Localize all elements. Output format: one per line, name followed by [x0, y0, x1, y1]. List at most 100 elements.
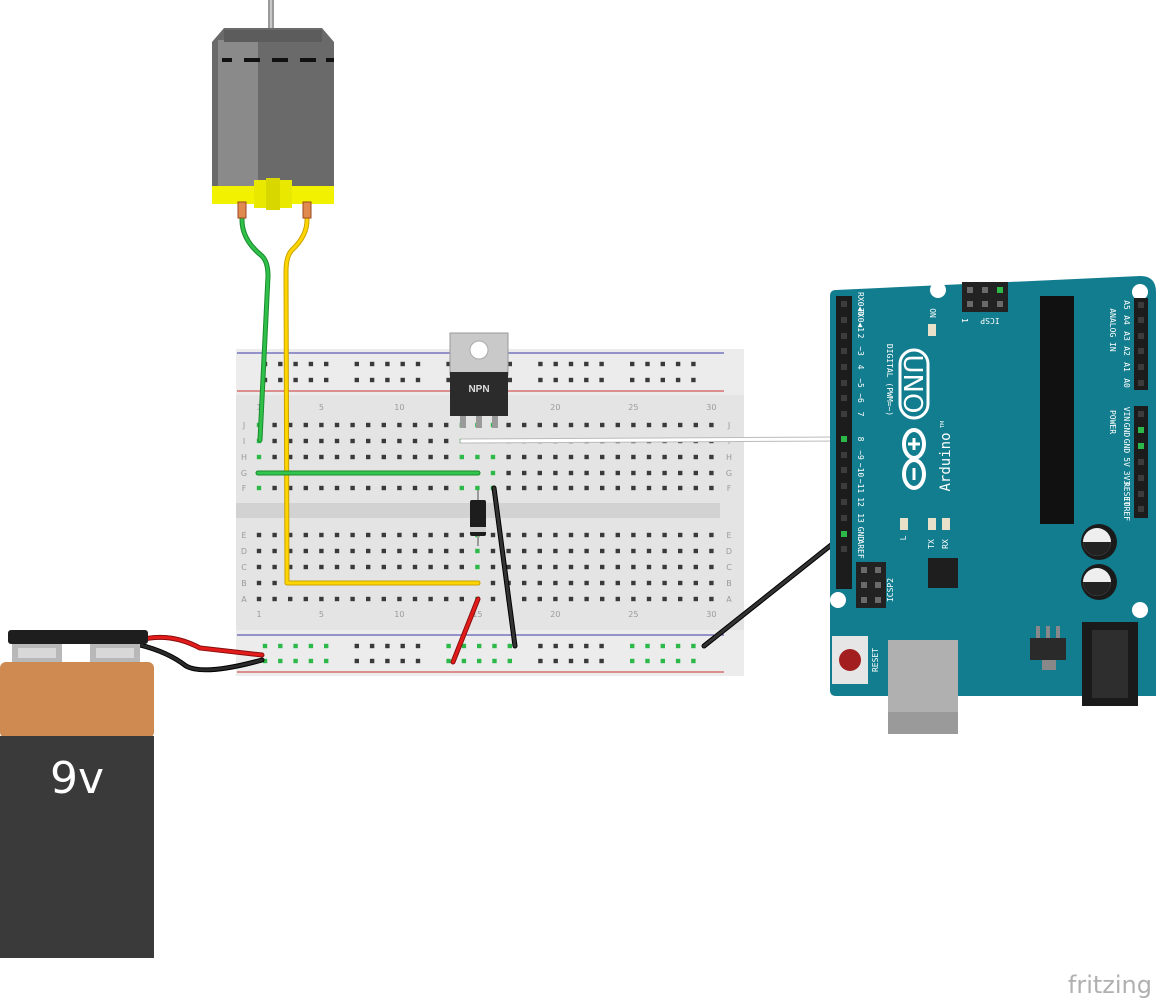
- rail-hole: [538, 377, 543, 383]
- breadboard-hole: [584, 596, 589, 602]
- breadboard-hole: [646, 470, 652, 476]
- breadboard-hole: [615, 596, 620, 602]
- breadboard-hole: [381, 564, 386, 570]
- breadboard-hole: [288, 422, 293, 428]
- breadboard-hole: [366, 564, 371, 570]
- breadboard-hole: [662, 454, 667, 460]
- breadboard-hole: [600, 485, 605, 491]
- digital-pin-label: 4: [856, 365, 865, 370]
- breadboard-hole: [350, 548, 355, 554]
- power-pin-label: RESET: [1122, 482, 1131, 506]
- npn-transistor: NPN: [449, 332, 509, 428]
- breadboard-hole: [615, 470, 620, 476]
- breadboard-hole: [256, 485, 262, 491]
- rail-hole: [691, 377, 696, 383]
- breadboard-hole: [678, 564, 683, 570]
- breadboard-hole: [350, 438, 355, 444]
- reset-button-label: RESET: [871, 648, 880, 672]
- row-letter: H: [241, 453, 247, 462]
- breadboard-hole: [522, 548, 527, 554]
- breadboard-hole: [553, 564, 558, 570]
- power-pin-label: 5V: [1122, 457, 1131, 467]
- analog-pin: [1138, 380, 1144, 386]
- breadboard-hole: [350, 532, 355, 538]
- rail-hole: [691, 658, 696, 664]
- digital-pin-label: TX0◀1: [856, 308, 865, 332]
- tx-led-label: TX: [927, 539, 936, 549]
- breadboard-hole: [506, 548, 511, 554]
- breadboard-hole: [303, 454, 308, 460]
- breadboard-hole: [444, 485, 449, 491]
- column-number: 5: [319, 610, 324, 619]
- breadboard-hole: [615, 485, 620, 491]
- breadboard-hole: [709, 485, 714, 491]
- digital-pin-label: 2: [856, 334, 865, 339]
- digital-pin: [841, 333, 847, 339]
- breadboard-hole: [412, 564, 418, 570]
- rail-hole: [507, 643, 512, 649]
- breadboard-hole: [631, 548, 636, 554]
- breadboard-hole: [646, 548, 652, 554]
- digital-pin-label: ~11: [856, 479, 865, 494]
- breadboard-hole: [490, 470, 496, 476]
- breadboard-hole: [568, 532, 574, 538]
- breadboard-hole: [272, 438, 277, 444]
- rail-hole: [691, 643, 696, 649]
- breadboard-hole: [537, 532, 542, 538]
- rail-hole: [660, 643, 665, 649]
- dc-motor: [212, 0, 334, 219]
- breadboard-hole: [381, 454, 386, 460]
- breadboard-hole: [272, 564, 277, 570]
- digital-pin-label: ~5: [856, 378, 865, 388]
- breadboard-hole: [303, 532, 308, 538]
- breadboard-hole: [334, 438, 340, 444]
- breadboard-hole: [693, 485, 698, 491]
- breadboard-hole: [568, 470, 574, 476]
- breadboard-hole: [553, 470, 558, 476]
- breadboard-hole: [537, 548, 542, 554]
- breadboard-hole: [600, 564, 605, 570]
- breadboard-hole: [709, 470, 714, 476]
- breadboard-hole: [506, 532, 511, 538]
- rail-hole: [630, 377, 635, 383]
- rail-hole: [477, 643, 482, 649]
- rail-hole: [400, 377, 405, 383]
- digital-pin-label: 8: [856, 437, 865, 442]
- digital-pin-label: GND: [856, 527, 865, 542]
- rail-hole: [369, 658, 375, 664]
- breadboard-hole: [397, 485, 402, 491]
- breadboard-hole: [522, 422, 527, 428]
- breadboard-hole: [397, 454, 402, 460]
- breadboard-hole: [568, 422, 574, 428]
- analog-pin: [1138, 348, 1144, 354]
- breadboard-hole: [381, 485, 386, 491]
- breadboard-hole: [662, 596, 667, 602]
- digital-pin-label: ~6: [856, 393, 865, 403]
- breadboard-hole: [272, 454, 277, 460]
- rail-hole: [645, 361, 650, 367]
- breadboard-hole: [490, 532, 496, 538]
- power-pin-label: GND: [1122, 439, 1131, 454]
- power-pin: [1138, 475, 1144, 481]
- breadboard-hole: [412, 454, 418, 460]
- analog-pin: [1138, 364, 1144, 370]
- breadboard-hole: [256, 548, 262, 554]
- breadboard-hole: [553, 485, 558, 491]
- rail-hole: [660, 377, 665, 383]
- breadboard-hole: [506, 454, 511, 460]
- breadboard-hole: [568, 596, 574, 602]
- breadboard-hole: [272, 580, 277, 586]
- rail-hole: [645, 643, 650, 649]
- breadboard-hole: [490, 596, 496, 602]
- rail-hole: [308, 361, 314, 367]
- breadboard-hole: [366, 532, 371, 538]
- rail-hole: [293, 377, 298, 383]
- rail-hole: [584, 643, 589, 649]
- breadboard-hole: [584, 422, 589, 428]
- rail-hole: [599, 361, 604, 367]
- breadboard-hole: [646, 454, 652, 460]
- breadboard-hole: [631, 564, 636, 570]
- breadboard-hole: [537, 422, 542, 428]
- rail-hole: [278, 658, 283, 664]
